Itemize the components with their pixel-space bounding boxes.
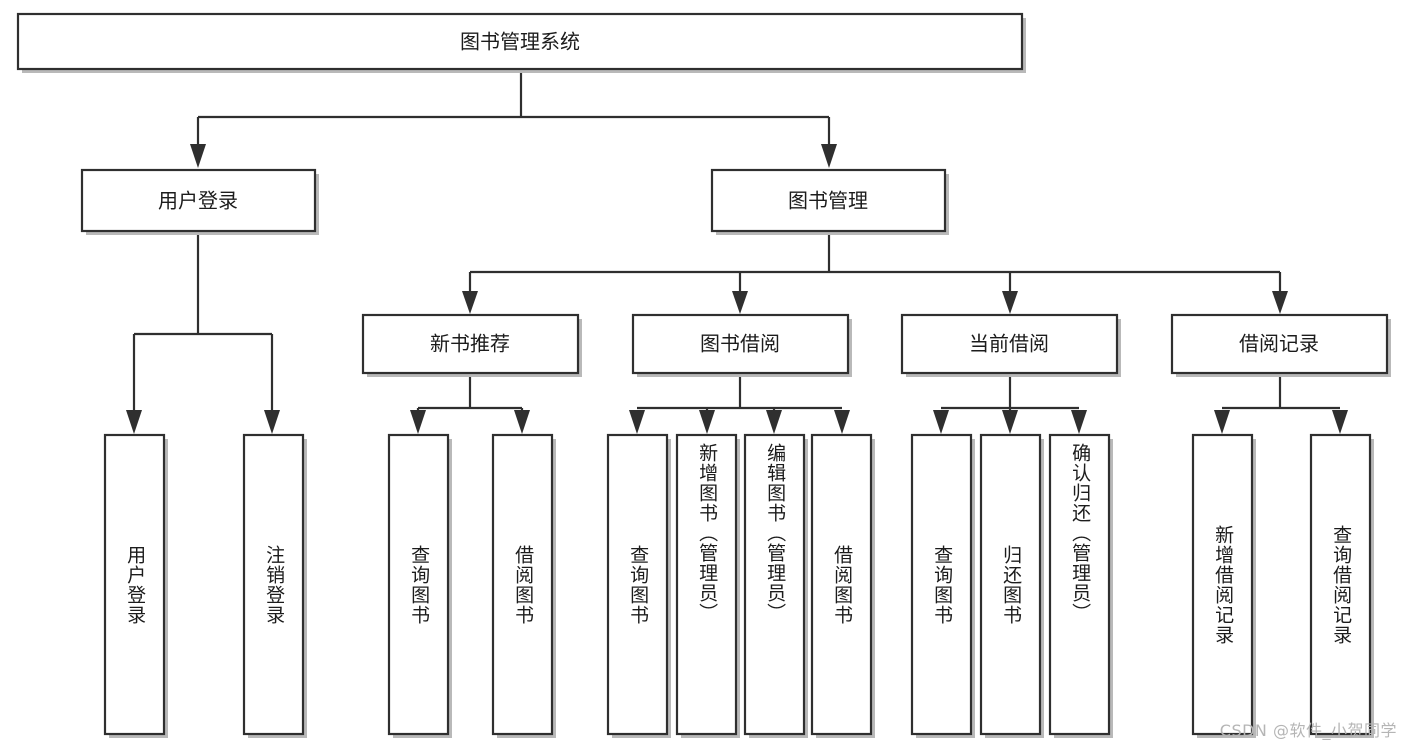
arrowhead-leaf-user-login-1 bbox=[126, 410, 142, 434]
connector-group-root bbox=[190, 69, 837, 168]
node-borrow-record-box[interactable] bbox=[1170, 313, 1389, 375]
arrowhead-borrow-record bbox=[1272, 291, 1288, 314]
leaf-new-book-1-box[interactable] bbox=[387, 433, 450, 736]
leaf-borrow-record-2-box[interactable] bbox=[1309, 433, 1372, 736]
node-book-borrow-label: 图书借阅 bbox=[700, 332, 780, 356]
leaf-node-user-login-2[interactable] bbox=[242, 433, 307, 738]
node-book-borrow-box[interactable] bbox=[631, 313, 850, 375]
node-new-book-label: 新书推荐 bbox=[430, 332, 510, 356]
connector-group-book-borrow bbox=[629, 375, 850, 434]
leaf-book-borrow-4-box[interactable] bbox=[810, 433, 873, 736]
arrowhead-leaf-bb-2 bbox=[699, 410, 715, 434]
leaf-node-new-book-2[interactable] bbox=[491, 433, 556, 738]
leaf-current-borrow-1-box[interactable] bbox=[910, 433, 973, 736]
arrowhead-leaf-user-login-2 bbox=[264, 410, 280, 434]
arrowhead-user-login bbox=[190, 144, 206, 168]
leaf-node-book-borrow-4[interactable] bbox=[810, 433, 875, 738]
leaf-new-book-2-box[interactable] bbox=[491, 433, 554, 736]
leaf-book-borrow-2-box[interactable] bbox=[675, 433, 738, 736]
arrowhead-leaf-nb-1 bbox=[410, 410, 426, 434]
node-borrow-record-label: 借阅记录 bbox=[1239, 332, 1319, 356]
arrowhead-leaf-br-2 bbox=[1332, 410, 1348, 434]
leaf-current-borrow-2-box[interactable] bbox=[979, 433, 1042, 736]
leaf-node-book-borrow-3[interactable] bbox=[743, 433, 808, 738]
arrowhead-leaf-bb-3 bbox=[766, 410, 782, 434]
node-new-book[interactable]: 新书推荐 bbox=[361, 313, 582, 377]
leaf-node-user-login-1[interactable] bbox=[103, 433, 168, 738]
leaf-node-current-borrow-1[interactable] bbox=[910, 433, 975, 738]
node-book-manage-label: 图书管理 bbox=[788, 189, 868, 213]
node-current-borrow[interactable]: 当前借阅 bbox=[900, 313, 1121, 377]
leaf-current-borrow-3-box[interactable] bbox=[1048, 433, 1111, 736]
leaf-book-borrow-3-box[interactable] bbox=[743, 433, 806, 736]
leaf-book-borrow-1-box[interactable] bbox=[606, 433, 669, 736]
leaf-node-current-borrow-2[interactable] bbox=[979, 433, 1044, 738]
arrowhead-leaf-br-1 bbox=[1214, 410, 1230, 434]
leaf-node-book-borrow-1[interactable] bbox=[606, 433, 671, 738]
node-root-box[interactable] bbox=[16, 12, 1024, 71]
arrowhead-book-manage bbox=[821, 144, 837, 168]
leaf-node-current-borrow-3[interactable] bbox=[1048, 433, 1113, 738]
arrowhead-leaf-nb-2 bbox=[514, 410, 530, 434]
node-book-manage-box[interactable] bbox=[710, 168, 947, 233]
leaf-node-new-book-1[interactable] bbox=[387, 433, 452, 738]
connector-group-new-book bbox=[410, 375, 530, 434]
node-book-manage[interactable]: 图书管理 bbox=[710, 168, 949, 235]
node-new-book-box[interactable] bbox=[361, 313, 580, 375]
connector-group-user-login bbox=[126, 232, 280, 434]
leaf-node-borrow-record-2[interactable] bbox=[1309, 433, 1374, 738]
arrowhead-leaf-cb-2 bbox=[1002, 410, 1018, 434]
leaf-user-login-2-box[interactable] bbox=[242, 433, 305, 736]
arrowhead-new-book bbox=[462, 291, 478, 314]
arrowhead-current-borrow bbox=[1002, 291, 1018, 314]
arrowhead-leaf-bb-1 bbox=[629, 410, 645, 434]
node-current-borrow-label: 当前借阅 bbox=[969, 332, 1049, 356]
node-user-login[interactable]: 用户登录 bbox=[80, 168, 319, 235]
node-root-label: 图书管理系统 bbox=[460, 30, 580, 54]
node-user-login-label: 用户登录 bbox=[158, 189, 238, 213]
node-user-login-box[interactable] bbox=[80, 168, 317, 233]
connector-group-current-borrow bbox=[933, 375, 1087, 434]
arrowhead-leaf-cb-1 bbox=[933, 410, 949, 434]
arrowhead-leaf-cb-3 bbox=[1071, 410, 1087, 434]
csdn-watermark: CSDN @软件_小贺同学 bbox=[1219, 721, 1397, 740]
leaf-borrow-record-1-box[interactable] bbox=[1191, 433, 1254, 736]
arrowhead-leaf-bb-4 bbox=[834, 410, 850, 434]
leaf-user-login-1-box[interactable] bbox=[103, 433, 166, 736]
arrowhead-book-borrow bbox=[732, 291, 748, 314]
leaf-node-borrow-record-1[interactable] bbox=[1191, 433, 1256, 738]
node-book-borrow[interactable]: 图书借阅 bbox=[631, 313, 852, 377]
node-current-borrow-box[interactable] bbox=[900, 313, 1119, 375]
connector-group-book-manage bbox=[462, 232, 1288, 314]
node-root[interactable]: 图书管理系统 bbox=[16, 12, 1026, 73]
node-borrow-record[interactable]: 借阅记录 bbox=[1170, 313, 1391, 377]
connector-group-borrow-record bbox=[1214, 375, 1348, 434]
leaf-node-book-borrow-2[interactable] bbox=[675, 433, 740, 738]
